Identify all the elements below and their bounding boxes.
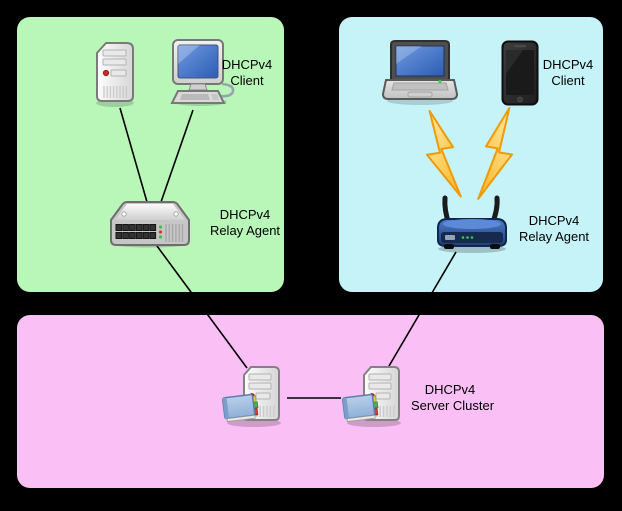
wireless-router-icon [437, 195, 507, 253]
label-line: Relay Agent [518, 229, 590, 244]
desktop-computer-icon [170, 39, 235, 106]
server-cluster-label: DHCPv4 Server Cluster [411, 382, 495, 414]
label-line: Client [230, 73, 264, 88]
wired-client-label: DHCPv4 Client [208, 57, 286, 89]
book-icon [222, 393, 259, 423]
book-icon [342, 393, 379, 423]
label-line: DHCPv4 [528, 213, 580, 228]
wireless-relay-label: DHCPv4 Relay Agent [515, 213, 593, 245]
tower-server-icon [96, 42, 134, 107]
label-line: Relay Agent [209, 223, 281, 238]
label-line: DHCPv4 [219, 207, 271, 222]
label-line: DHCPv4 [424, 382, 476, 397]
zone-server-network [17, 315, 604, 488]
network-switch-icon [110, 201, 190, 248]
laptop-icon [382, 40, 458, 105]
label-line: Server Cluster [411, 398, 495, 413]
smartphone-icon [501, 40, 539, 106]
label-line: DHCPv4 [221, 57, 273, 72]
label-line: DHCPv4 [542, 57, 594, 72]
wireless-client-label: DHCPv4 Client [529, 57, 607, 89]
server-with-book-icon [342, 366, 401, 427]
label-line: Client [551, 73, 585, 88]
wired-relay-label: DHCPv4 Relay Agent [206, 207, 284, 239]
server-with-book-icon [222, 366, 281, 427]
